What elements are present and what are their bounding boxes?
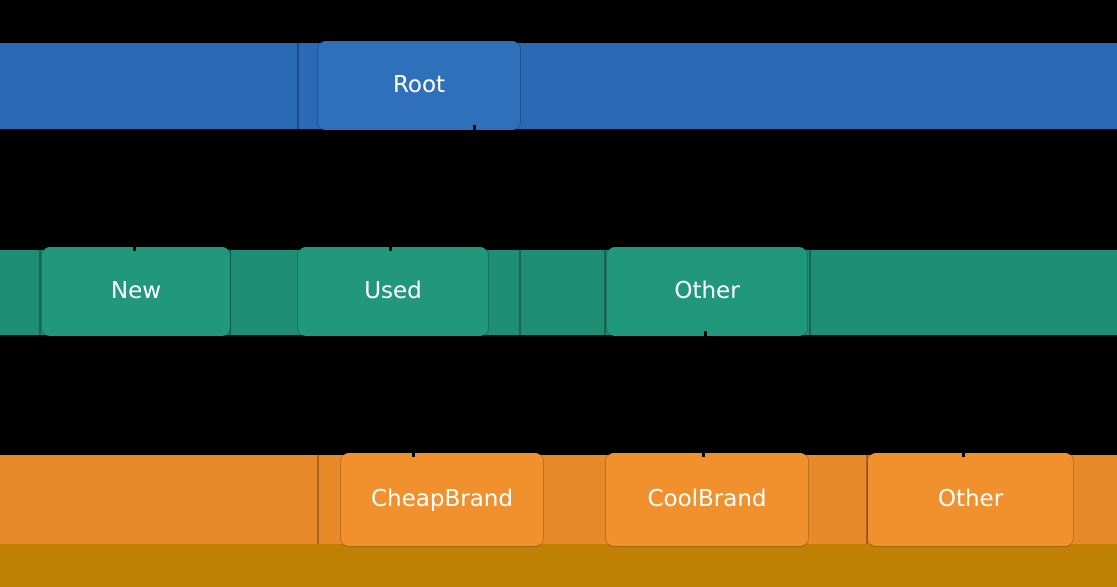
connector-notch (704, 331, 707, 337)
node-coolbrand[interactable]: CoolBrand (606, 453, 808, 546)
band-seam (317, 455, 319, 544)
node-other-level3[interactable]: Other (868, 453, 1073, 546)
connector-notch (962, 452, 965, 457)
connector-notch (702, 452, 705, 457)
node-label: Root (392, 72, 446, 98)
band-seam (809, 250, 811, 335)
node-cheapbrand[interactable]: CheapBrand (341, 453, 543, 546)
node-root[interactable]: Root (318, 41, 520, 130)
band-seam (39, 250, 41, 335)
node-label: Other (937, 486, 1004, 512)
node-new[interactable]: New (42, 247, 230, 336)
connector-notch (473, 125, 476, 131)
connector-notch (389, 246, 392, 251)
band-seam (866, 455, 868, 544)
node-other-level2[interactable]: Other (607, 247, 807, 336)
band-seam (604, 250, 606, 335)
connector-notch (412, 452, 415, 457)
node-label: Other (674, 278, 740, 304)
level1-band (0, 43, 1117, 129)
footer-strip (0, 544, 1117, 587)
node-label: CheapBrand (371, 486, 513, 512)
node-used[interactable]: Used (298, 247, 488, 336)
connector-notch (133, 246, 136, 251)
node-label: New (110, 278, 162, 304)
band-seam (229, 250, 231, 335)
band-seam (297, 43, 299, 129)
node-label: Used (364, 278, 422, 304)
node-label: CoolBrand (647, 486, 767, 512)
band-seam (519, 250, 521, 335)
